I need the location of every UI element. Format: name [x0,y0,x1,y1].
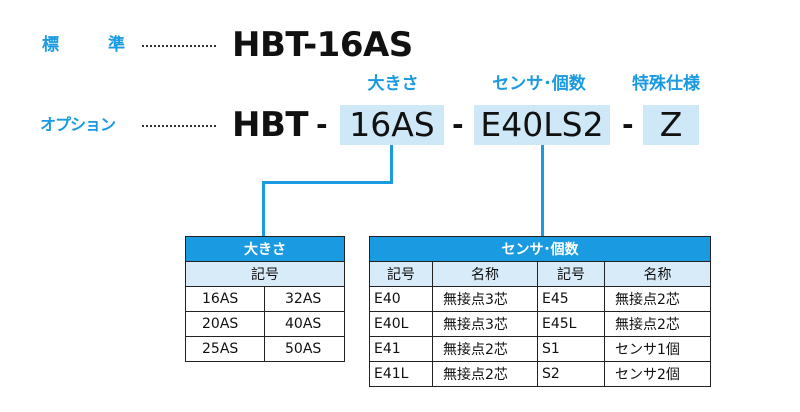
code-sensor: E40LS2 [474,105,610,145]
sensor-name-cell: 無接点3芯 [432,286,538,312]
connector-size-vertical-top [390,145,393,183]
caption-sensor: センサ･個数 [492,74,586,94]
sensor-name-cell: 無接点2芯 [432,361,538,387]
sensor-header-code-1: 記号 [369,261,433,287]
code-special: Z [643,105,699,145]
separator-1: - [316,108,328,141]
table-row: E40 無接点3芯 E45 無接点2芯 [369,286,711,312]
option-leader-line [142,125,216,127]
sensor-header-name-2: 名称 [604,261,711,287]
sensor-name-cell: センサ1個 [604,336,711,362]
sensor-name-cell: 無接点2芯 [604,286,711,312]
sensor-name-cell: 無接点2芯 [432,336,538,362]
sensor-header-code-2: 記号 [537,261,605,287]
size-table-header: 記号 [185,261,345,287]
table-row: E40L 無接点3芯 E45L 無接点2芯 [369,311,711,337]
separator-2: - [452,108,464,141]
sensor-header-name-1: 名称 [432,261,538,287]
table-row: E41 無接点2芯 S1 センサ1個 [369,336,711,362]
caption-special: 特殊仕様 [632,74,700,94]
separator-3: - [622,108,634,141]
sensor-code-cell: E41L [369,361,433,387]
connector-sensor-vertical [541,145,544,236]
size-table-title: 大きさ [185,236,345,262]
sensor-name-cell: 無接点2芯 [604,311,711,337]
standard-model: HBT-16AS [232,25,413,65]
standard-label: 標 準 [42,35,141,55]
sensor-table-title: センサ･個数 [369,236,711,262]
sensor-code-cell: E40 [369,286,433,312]
size-cell: 40AS [264,311,345,337]
sensor-code-cell: S2 [537,361,605,387]
table-row: E41L 無接点2芯 S2 センサ2個 [369,361,711,387]
sensor-name-cell: センサ2個 [604,361,711,387]
sensor-name-cell: 無接点3芯 [432,311,538,337]
caption-size: 大きさ [367,74,419,94]
sensor-table: センサ･個数 記号 名称 記号 名称 E40 無接点3芯 E45 無接点2芯 E… [369,236,711,387]
connector-size-vertical-bottom [262,181,265,236]
sensor-code-cell: S1 [537,336,605,362]
size-cell: 20AS [185,311,265,337]
size-cell: 32AS [264,286,345,312]
size-cell: 50AS [264,336,345,362]
size-table: 大きさ 記号 16AS 32AS 20AS 40AS 25AS 50AS [185,236,345,362]
table-row: 20AS 40AS [185,311,345,337]
code-size: 16AS [340,105,444,145]
table-row: 16AS 32AS [185,286,345,312]
table-row: 25AS 50AS [185,336,345,362]
sensor-code-cell: E45L [537,311,605,337]
option-prefix: HBT [232,105,309,145]
sensor-code-cell: E41 [369,336,433,362]
option-label: オプション [40,115,116,134]
sensor-code-cell: E40L [369,311,433,337]
connector-size-horizontal [262,181,393,184]
size-cell: 25AS [185,336,265,362]
sensor-code-cell: E45 [537,286,605,312]
size-cell: 16AS [185,286,265,312]
standard-leader-line [142,45,216,47]
